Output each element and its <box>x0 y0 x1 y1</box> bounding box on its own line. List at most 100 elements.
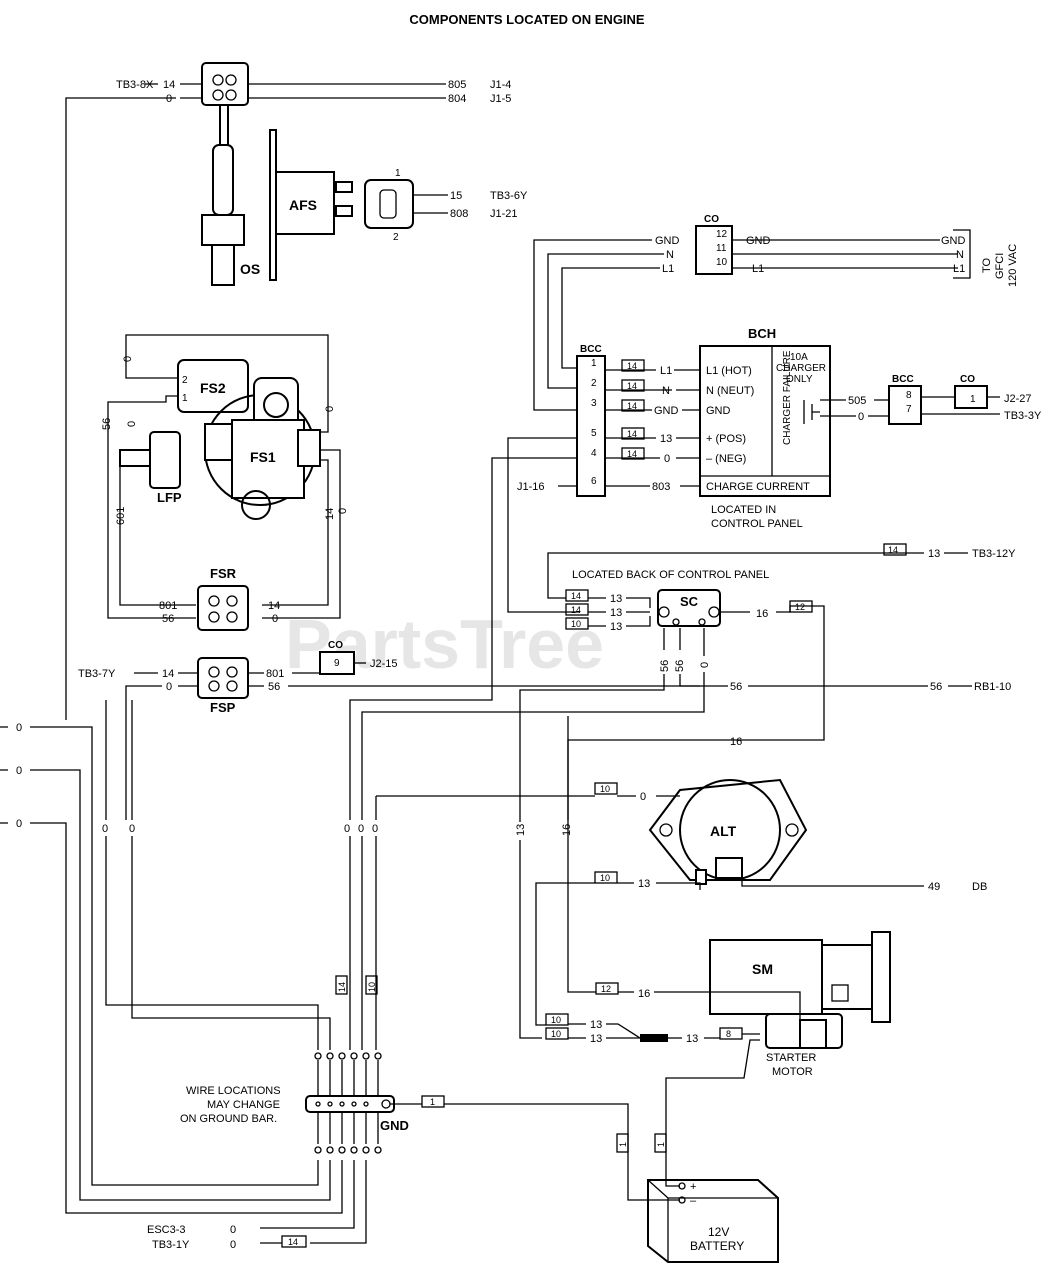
wire-tag <box>365 975 378 995</box>
bcc-connector <box>576 355 606 497</box>
wire-label: 56 <box>659 660 671 672</box>
wire-label: 16 <box>756 608 768 620</box>
battery-minus: – <box>690 1195 697 1207</box>
wire-label: 16 <box>730 736 742 748</box>
wire-label: 0 <box>858 411 864 423</box>
afs-component: AFS <box>269 129 414 281</box>
wire-label: 0 <box>358 823 364 835</box>
wire-tag: 14 <box>337 982 347 992</box>
wire-label: TB3-7Y <box>78 668 116 680</box>
wire-label: 0 <box>324 406 336 412</box>
wire-label: 13 <box>660 433 672 445</box>
note-text: WIRE LOCATIONS <box>186 1085 281 1097</box>
wire-label: L1 <box>662 263 674 275</box>
wire-label: 56 <box>101 418 113 430</box>
note-text: ONLY <box>786 374 813 385</box>
wire-label: 0 <box>230 1224 236 1236</box>
wire-label: TB3-1Y <box>152 1239 190 1251</box>
alternator <box>648 778 808 885</box>
wire-label: 601 <box>115 507 127 525</box>
note-text: 12V <box>708 1225 729 1239</box>
os-label: OS <box>240 261 260 277</box>
wire-label: 0 <box>337 508 349 514</box>
wire-label: TB3-8X <box>116 79 154 91</box>
bch-label: BCH <box>748 326 776 341</box>
wire-tag <box>595 982 619 995</box>
fsp-connector <box>197 657 249 699</box>
wire-label: 14 <box>324 508 336 520</box>
bch-charger <box>699 345 831 497</box>
sm-label: SM <box>752 961 773 977</box>
wire-label: TB3-3Y <box>1004 410 1042 422</box>
fsr-label: FSR <box>210 566 237 581</box>
sc-solenoid <box>657 589 721 627</box>
wire-label: 0 <box>166 93 172 105</box>
pin-label: 3 <box>591 398 597 409</box>
note-text: CONTROL PANEL <box>711 518 803 530</box>
wire-label: N <box>662 385 670 397</box>
note-text: MOTOR <box>772 1066 813 1078</box>
sc-label: SC <box>680 594 699 609</box>
bch-terminal: N (NEUT) <box>706 385 754 397</box>
wire-label: GND <box>654 405 679 417</box>
pin-label: 2 <box>591 378 597 389</box>
fuel-regulator: FS2 FS1 LFP <box>119 359 321 520</box>
os-sensor: OS <box>201 62 260 286</box>
wire-label: J1-5 <box>490 93 511 105</box>
wire-tag: 10 <box>551 1029 561 1039</box>
fsp-label: FSP <box>210 700 236 715</box>
wire-label: 0 <box>126 421 138 427</box>
bcc-connector-2 <box>888 385 922 425</box>
wire-tag: 10 <box>571 619 581 629</box>
pin-label: 4 <box>591 448 597 459</box>
bcc-label: BCC <box>892 374 914 385</box>
fs2-label: FS2 <box>200 380 226 396</box>
wire-label: 0 <box>129 823 135 835</box>
wire-label: 56 <box>930 681 942 693</box>
wire-label: DB <box>972 881 987 893</box>
wire-label: 13 <box>610 621 622 633</box>
note-text: CHARGER FAILURE <box>782 350 793 445</box>
wire-tag <box>335 975 348 995</box>
note-text: LOCATED BACK OF CONTROL PANEL <box>572 569 769 581</box>
wire-label: 14 <box>163 79 175 91</box>
wire-tag <box>545 1027 569 1040</box>
wire-label: 13 <box>638 878 650 890</box>
wire-label: 801 <box>159 600 177 612</box>
battery <box>647 1179 779 1263</box>
wire-tag <box>421 1095 445 1108</box>
pin-label: 6 <box>591 476 597 487</box>
wire-label: 14 <box>268 600 280 612</box>
fs1-label: FS1 <box>250 449 276 465</box>
pin-label: 11 <box>716 243 727 254</box>
note-text: STARTER <box>766 1052 816 1064</box>
ground-bar <box>305 1052 395 1154</box>
note-text: CHARGER <box>776 363 826 374</box>
diagram-title: COMPONENTS LOCATED ON ENGINE <box>409 12 645 27</box>
fsr-connector <box>197 585 249 631</box>
wire-tag: 14 <box>571 605 581 615</box>
wire-label: 56 <box>162 613 174 625</box>
wire-tag: 10 <box>367 982 377 992</box>
note-text: 10A <box>790 352 808 363</box>
wire-label: 0 <box>372 823 378 835</box>
wire-label: 808 <box>450 208 468 220</box>
bch-terminal: – (NEG) <box>706 453 746 465</box>
pin-label: 9 <box>334 658 340 669</box>
wire-label: GND <box>655 235 680 247</box>
wire-label: 0 <box>102 823 108 835</box>
note-text: GFCI <box>994 253 1006 279</box>
lfp-label: LFP <box>157 490 182 505</box>
wire-label: 13 <box>610 607 622 619</box>
wire-tag: 1 <box>430 1097 435 1107</box>
pin-label: 1 <box>970 394 976 405</box>
wire-tag: 10 <box>600 873 610 883</box>
wire-tag: 14 <box>288 1237 298 1247</box>
wire-label: J2-15 <box>370 658 398 670</box>
wire-tag: 10 <box>600 784 610 794</box>
wire-label: GND <box>941 235 966 247</box>
wire-label: 505 <box>848 395 866 407</box>
wire-label: 56 <box>674 660 686 672</box>
wire-label: RB1-10 <box>974 681 1011 693</box>
wire-tag <box>545 1013 569 1026</box>
